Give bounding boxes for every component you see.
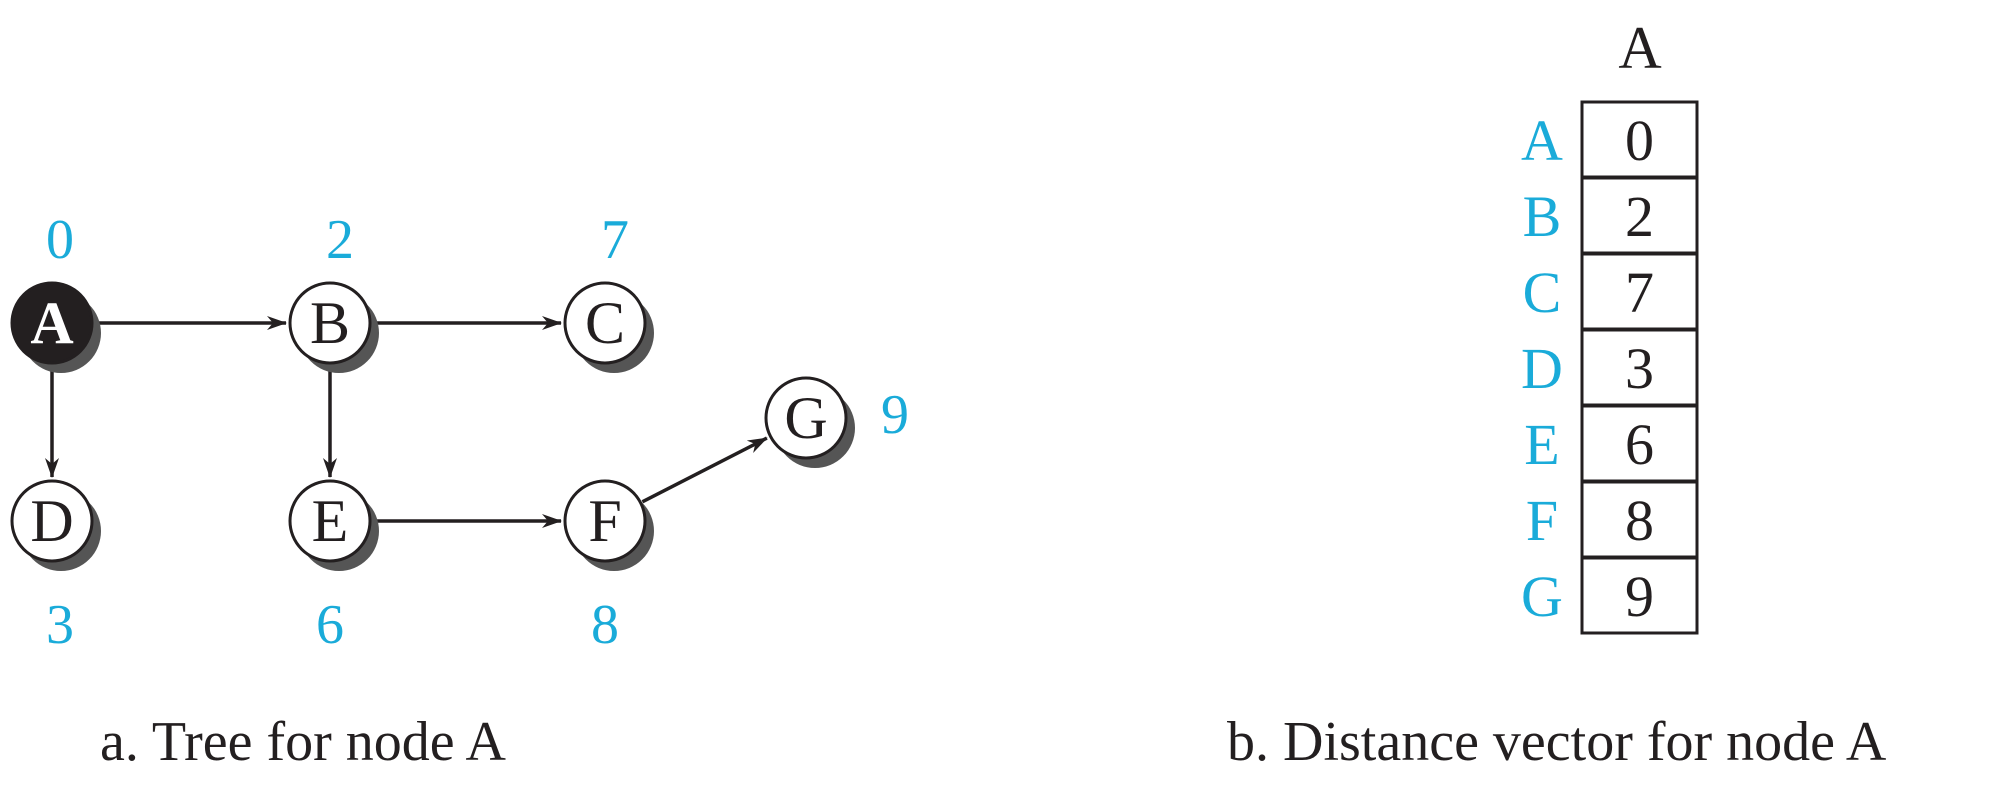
vector-cell-value: 8: [1625, 488, 1654, 553]
vector-row-label: D: [1521, 336, 1563, 401]
vector-row-label: B: [1523, 184, 1562, 249]
cost-b: 2: [326, 209, 354, 271]
node-label: A: [30, 290, 73, 356]
node-d: D: [10, 479, 101, 571]
node-label: B: [310, 290, 350, 356]
edge-f-g: [641, 436, 768, 504]
cost-e: 6: [316, 594, 344, 656]
node-circle: [563, 479, 647, 563]
vector-cell: [1580, 328, 1699, 407]
node-circle: [10, 479, 94, 563]
node-circle: [764, 376, 848, 460]
node-label: G: [784, 385, 827, 451]
node-b: B: [288, 281, 379, 373]
vector-cell: [1580, 176, 1699, 255]
node-label: F: [588, 488, 621, 554]
node-a: A: [10, 281, 101, 373]
vector-cell-value: 9: [1625, 564, 1654, 629]
vector-row-label: A: [1521, 108, 1563, 173]
vector-cell-value: 7: [1625, 260, 1654, 325]
tree-caption: a. Tree for node A: [100, 711, 507, 773]
vector-row-label: F: [1526, 488, 1558, 553]
node-e: E: [288, 479, 379, 571]
cost-f: 8: [591, 594, 619, 656]
cost-c: 7: [601, 209, 629, 271]
vector-cell: [1580, 556, 1699, 635]
vector-cell: [1580, 480, 1699, 559]
vector-cell-value: 2: [1625, 184, 1654, 249]
node-circle: [288, 281, 372, 365]
node-c: C: [563, 281, 654, 373]
vector-cell: [1580, 404, 1699, 483]
vector-cell-value: 0: [1625, 108, 1654, 173]
node-label: D: [30, 488, 73, 554]
node-circle: [10, 281, 94, 365]
vector-cell-value: 3: [1625, 336, 1654, 401]
vector-caption: b. Distance vector for node A: [1227, 711, 1887, 773]
cost-d: 3: [46, 594, 74, 656]
vector-header: A: [1618, 15, 1661, 81]
vector-row-label: C: [1523, 260, 1562, 325]
node-circle: [288, 479, 372, 563]
node-label: E: [312, 488, 349, 554]
vector-cell: [1580, 100, 1699, 179]
tree-edges: [45, 316, 768, 528]
node-g: G: [764, 376, 855, 468]
node-circle: [563, 281, 647, 365]
cost-g: 9: [881, 384, 909, 446]
cost-a: 0: [46, 209, 74, 271]
vector-row-label: G: [1521, 564, 1563, 629]
vector-row-label: E: [1524, 412, 1559, 477]
node-f: F: [563, 479, 654, 571]
node-label: C: [585, 290, 625, 356]
vector-cell-value: 6: [1625, 412, 1654, 477]
